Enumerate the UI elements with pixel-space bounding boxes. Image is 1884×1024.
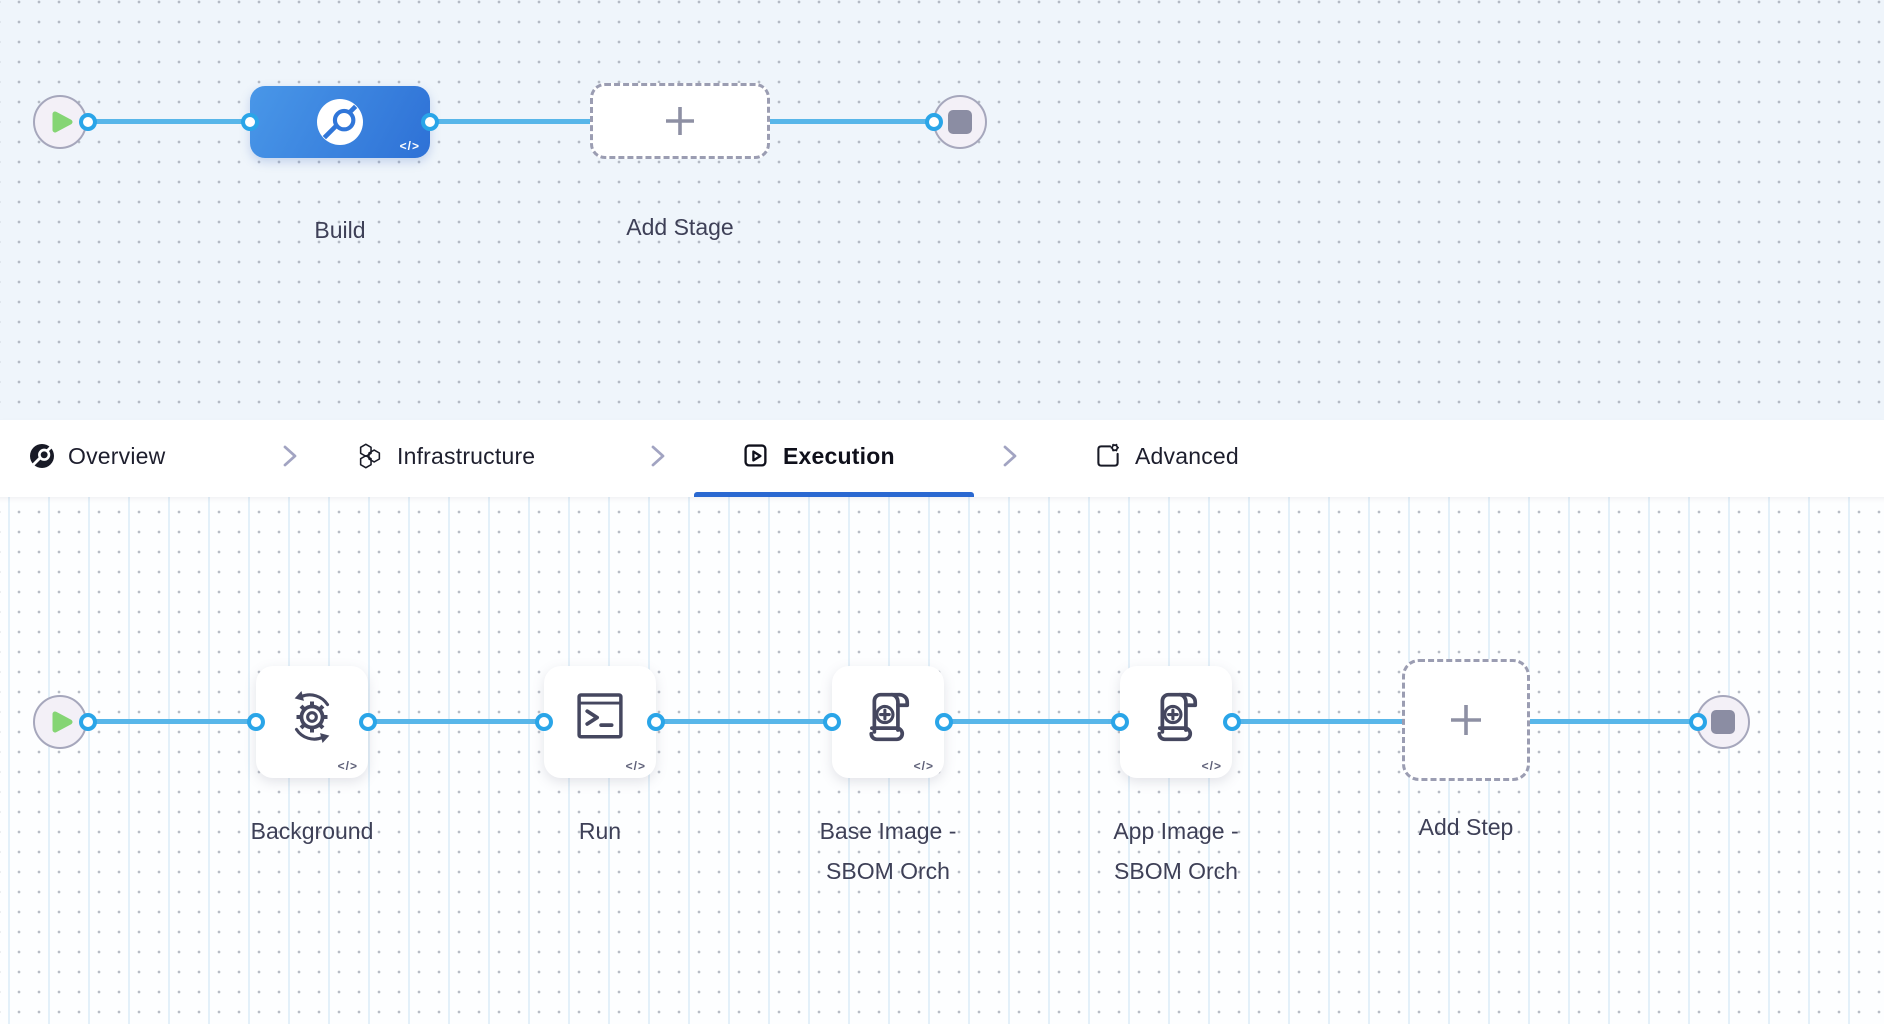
terminal-icon — [571, 690, 629, 744]
connector-point[interactable] — [359, 713, 377, 731]
ci-overview-icon — [30, 444, 54, 468]
add-step-button[interactable] — [1402, 659, 1530, 781]
template-code-icon: </> — [399, 139, 420, 153]
template-code-icon: </> — [337, 759, 358, 773]
tab-advanced[interactable]: Advanced — [1095, 420, 1239, 492]
step-node-base-image-sbom[interactable]: </> — [832, 666, 944, 778]
chevron-right-icon — [279, 420, 301, 492]
step-node-background[interactable]: </> — [256, 666, 368, 778]
tab-label: Overview — [68, 442, 166, 469]
sync-gear-icon — [281, 686, 343, 748]
step-label: Base Image - SBOM Orch — [819, 818, 957, 884]
connector-line — [80, 119, 936, 124]
sbom-scroll-icon — [857, 686, 919, 748]
plus-icon — [663, 104, 697, 138]
tab-execution[interactable]: Execution — [743, 420, 895, 492]
connector-point[interactable] — [79, 713, 97, 731]
connector-point[interactable] — [1223, 713, 1241, 731]
connector-point[interactable] — [647, 713, 665, 731]
sbom-scroll-icon — [1145, 686, 1207, 748]
play-icon — [51, 110, 73, 134]
stop-icon — [948, 110, 972, 134]
template-code-icon: </> — [913, 759, 934, 773]
plus-icon — [1448, 702, 1484, 738]
connector-point[interactable] — [823, 713, 841, 731]
step-label: Run — [578, 818, 622, 844]
connector-point[interactable] — [535, 713, 553, 731]
active-tab-underline — [694, 492, 974, 497]
tab-label: Advanced — [1135, 442, 1239, 469]
tab-infrastructure[interactable]: Infrastructure — [357, 420, 535, 492]
connector-point[interactable] — [421, 113, 439, 131]
connector-point[interactable] — [1111, 713, 1129, 731]
tab-label: Execution — [783, 442, 895, 469]
ci-build-icon — [317, 99, 363, 145]
play-square-icon — [743, 443, 769, 469]
step-label: Background — [250, 818, 374, 844]
pipeline-start-node[interactable] — [33, 95, 87, 149]
execution-canvas[interactable]: </> </> — [0, 497, 1884, 1024]
step-node-app-image-sbom[interactable]: </> — [1120, 666, 1232, 778]
template-code-icon: </> — [625, 759, 646, 773]
play-icon — [51, 710, 73, 734]
stop-icon — [1711, 710, 1735, 734]
add-step-label: Add Step — [1418, 814, 1514, 840]
chevron-right-icon — [647, 420, 669, 492]
connector-point[interactable] — [935, 713, 953, 731]
step-label: App Image - SBOM Orch — [1113, 818, 1239, 884]
page-gear-icon — [1095, 443, 1121, 469]
chevron-right-icon — [999, 420, 1021, 492]
step-node-run[interactable]: </> — [544, 666, 656, 778]
stage-canvas[interactable]: </> Build Add Stage — [0, 0, 1884, 420]
template-code-icon: </> — [1201, 759, 1222, 773]
execution-start-node[interactable] — [33, 695, 87, 749]
stage-config-tabbar: Overview Infrastructure — [0, 420, 1884, 497]
tab-label: Infrastructure — [397, 442, 536, 469]
connector-point[interactable] — [79, 113, 97, 131]
connector-point[interactable] — [241, 113, 259, 131]
hexagons-icon — [357, 443, 383, 469]
connector-point[interactable] — [925, 113, 943, 131]
add-stage-button[interactable] — [590, 83, 770, 159]
pipeline-end-node[interactable] — [933, 95, 987, 149]
stage-label: Build — [314, 217, 366, 243]
add-stage-label: Add Stage — [626, 214, 734, 240]
connector-point[interactable] — [247, 713, 265, 731]
stage-node-build[interactable]: </> — [250, 86, 430, 158]
tab-overview[interactable]: Overview — [30, 420, 165, 492]
connector-point[interactable] — [1689, 713, 1707, 731]
